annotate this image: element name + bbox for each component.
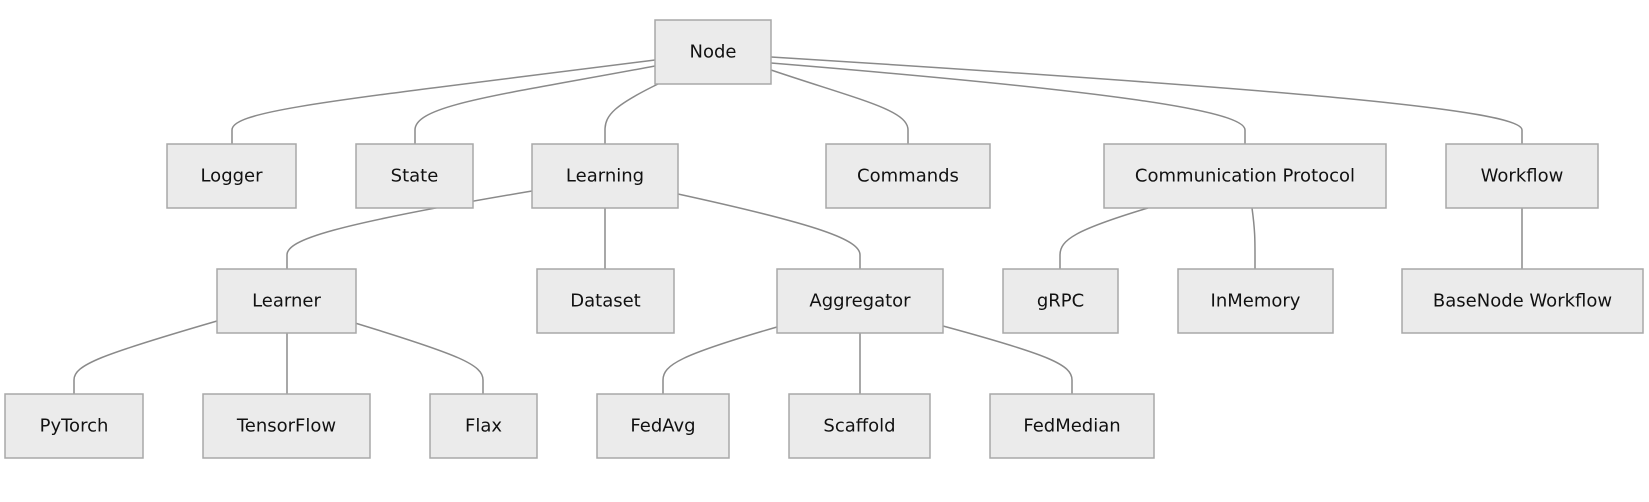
edge-learner-pytorch (73, 320, 218, 394)
node-label-learning: Learning (566, 166, 644, 187)
node-box-logger: Logger (166, 143, 297, 209)
node-box-aggregator: Aggregator (776, 268, 944, 334)
edge-node-state (414, 65, 656, 144)
edge-learning-aggregator (677, 193, 861, 269)
node-label-tensorflow: TensorFlow (236, 416, 336, 437)
node-box-commands: Commands (825, 143, 991, 209)
node-box-tensorflow: TensorFlow (202, 393, 371, 459)
edges (73, 56, 1523, 394)
edge-aggregator-fedavg (662, 326, 778, 394)
node-label-fedmedian: FedMedian (1023, 416, 1120, 437)
edge-communication-protocol-grpc (1059, 207, 1149, 269)
node-label-scaffold: Scaffold (823, 416, 895, 437)
node-label-fedavg: FedAvg (630, 416, 695, 437)
edge-node-communication-protocol (770, 62, 1246, 144)
node-box-learner: Learner (216, 268, 357, 334)
edge-learner-flax (354, 322, 484, 394)
node-box-pytorch: PyTorch (4, 393, 144, 459)
edge-communication-protocol-inmemory (1251, 207, 1256, 269)
node-label-pytorch: PyTorch (40, 416, 109, 437)
node-label-inmemory: InMemory (1211, 291, 1301, 312)
node-box-communication-protocol: Communication Protocol (1103, 143, 1387, 209)
edge-node-logger (231, 59, 656, 144)
node-label-commands: Commands (857, 166, 959, 187)
node-label-learner: Learner (252, 291, 321, 312)
node-label-basenode-workflow: BaseNode Workflow (1433, 291, 1612, 312)
edge-node-learning (604, 83, 659, 144)
node-label-state: State (391, 166, 439, 187)
edge-node-workflow (770, 56, 1523, 144)
node-label-aggregator: Aggregator (809, 291, 911, 312)
node-box-fedmedian: FedMedian (989, 393, 1155, 459)
node-box-state: State (355, 143, 474, 209)
node-label-workflow: Workflow (1481, 166, 1564, 187)
node-box-grpc: gRPC (1002, 268, 1119, 334)
node-box-inmemory: InMemory (1177, 268, 1334, 334)
node-box-flax: Flax (429, 393, 538, 459)
node-box-workflow: Workflow (1445, 143, 1599, 209)
node-box-scaffold: Scaffold (788, 393, 931, 459)
node-label-grpc: gRPC (1037, 291, 1084, 312)
node-box-fedavg: FedAvg (596, 393, 730, 459)
node-label-communication-protocol: Communication Protocol (1135, 166, 1355, 187)
node-box-basenode-workflow: BaseNode Workflow (1401, 268, 1644, 334)
node-box-node: Node (654, 19, 772, 85)
node-label-node: Node (690, 42, 737, 63)
node-box-learning: Learning (531, 143, 679, 209)
node-label-logger: Logger (200, 166, 263, 187)
node-label-dataset: Dataset (570, 291, 641, 312)
edge-aggregator-fedmedian (942, 325, 1073, 394)
nodes: Node Logger State Learning Commands Comm… (4, 19, 1644, 459)
node-label-flax: Flax (465, 416, 502, 437)
edge-node-commands (770, 69, 909, 144)
node-box-dataset: Dataset (536, 268, 675, 334)
